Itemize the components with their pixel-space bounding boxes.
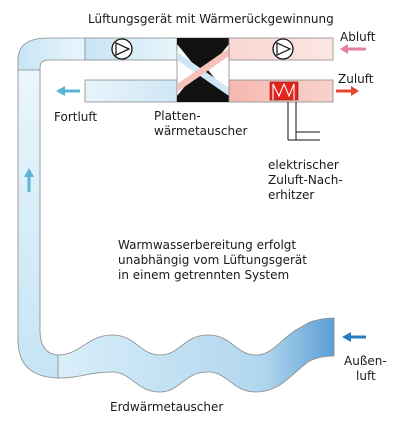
plate-exchanger-line-1: Platten- [154, 109, 201, 123]
earth-exchanger-label: Erdwärmetauscher [110, 400, 224, 414]
arrow-zuluft-icon [336, 86, 359, 96]
earth-heat-exchanger [57, 317, 335, 393]
aussenluft-label: Außen- luft [344, 354, 387, 384]
duct-top-left [17, 37, 86, 73]
aussenluft-line-2: luft [356, 369, 376, 383]
duct-loop [17, 37, 335, 393]
zuluft-label: Zuluft [338, 72, 374, 86]
fortluft-duct [84, 79, 178, 103]
aussenluft-line-1: Außen- [344, 354, 387, 368]
plate-exchanger-label: Platten- wärmetauscher [150, 109, 260, 139]
hot-water-line-3: in einem getrennten System [118, 268, 290, 282]
plate-heat-exchanger [176, 37, 230, 103]
abluft-label: Abluft [340, 30, 376, 44]
heater-icon [269, 81, 320, 141]
hot-water-line-1: Warmwasserbereitung erfolgt [118, 238, 297, 252]
reheater-label: elektrischer Zuluft-Nach- erhitzer [268, 158, 343, 203]
fan-icon [111, 38, 133, 60]
arrow-up-icon [24, 168, 34, 192]
plate-exchanger-line-2: wärmetauscher [154, 124, 248, 138]
fan-icon [272, 38, 294, 60]
hot-water-line-2: unabhängig vom Lüftungsgerät [118, 253, 307, 267]
arrow-aussenluft-icon [342, 332, 366, 342]
reheater-line-2: Zuluft-Nach- [268, 173, 343, 187]
title-label: Lüftungsgerät mit Wärmerückgewinnung [88, 12, 334, 26]
arrow-abluft-icon [340, 44, 366, 54]
fortluft-label: Fortluft [54, 110, 98, 124]
arrow-fortluft-icon [56, 86, 80, 96]
reheater-line-1: elektrischer [268, 158, 339, 172]
reheater-line-3: erhitzer [268, 188, 315, 202]
hot-water-note: Warmwasserbereitung erfolgt unabhängig v… [118, 238, 307, 283]
